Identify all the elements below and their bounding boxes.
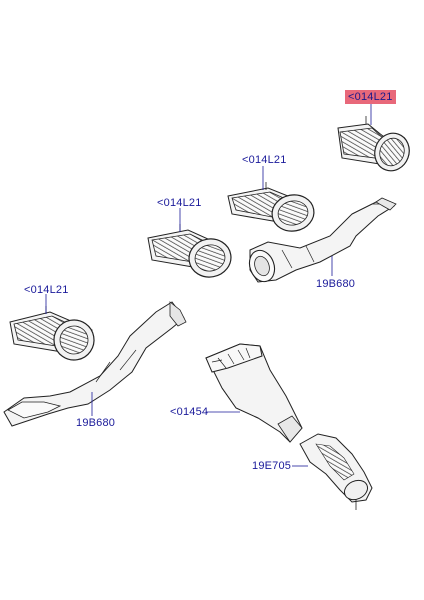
air-vent-upper-mid[interactable]: [227, 182, 317, 234]
label-vent-upper-mid[interactable]: <014L21: [242, 154, 287, 166]
label-vent-mid[interactable]: <014L21: [157, 197, 202, 209]
air-duct-left[interactable]: [3, 301, 187, 427]
air-duct-small[interactable]: [299, 433, 373, 510]
label-duct-center[interactable]: <01454: [170, 406, 209, 418]
air-duct-center[interactable]: [205, 343, 303, 443]
air-vent-left[interactable]: [9, 306, 97, 363]
label-vent-left[interactable]: <014L21: [24, 284, 69, 296]
label-vent-top-right[interactable]: <014L21: [345, 90, 396, 104]
label-duct-right[interactable]: 19B680: [316, 278, 356, 290]
air-duct-right[interactable]: [245, 197, 397, 285]
label-duct-small[interactable]: 19E705: [252, 460, 292, 472]
air-vent-top-right[interactable]: [337, 116, 414, 176]
air-vent-mid[interactable]: [147, 224, 234, 280]
label-duct-left[interactable]: 19B680: [76, 417, 116, 429]
